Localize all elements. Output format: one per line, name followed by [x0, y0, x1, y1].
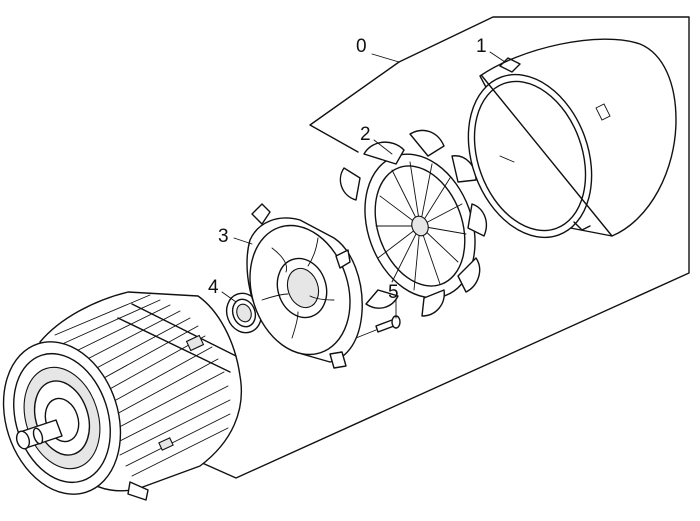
leader-line-3: [233, 237, 253, 245]
assembly-bracket-frame: [199, 16, 690, 479]
callout-label-0: 0: [356, 36, 367, 57]
callout-leaders: [221, 51, 506, 319]
ball-bearing-icon: [225, 292, 263, 334]
motor-front-face-icon: [2, 341, 149, 501]
callout-label-1: 1: [476, 36, 487, 57]
fan-wheel-icon: [339, 129, 488, 317]
callout-label-2: 2: [360, 124, 371, 145]
assembly-group-bracket-icon: [309, 61, 400, 153]
leader-line-1: [489, 51, 506, 63]
screw-icon: [355, 315, 401, 339]
callout-label-4: 4: [208, 277, 219, 298]
leader-line-0: [371, 53, 400, 63]
leader-line-2: [373, 139, 393, 155]
end-shield-icon: [246, 203, 363, 369]
callout-label-5: 5: [388, 282, 399, 303]
fan-cover-icon: [467, 38, 677, 239]
callout-label-3: 3: [218, 226, 229, 247]
leader-line-4: [221, 291, 237, 303]
